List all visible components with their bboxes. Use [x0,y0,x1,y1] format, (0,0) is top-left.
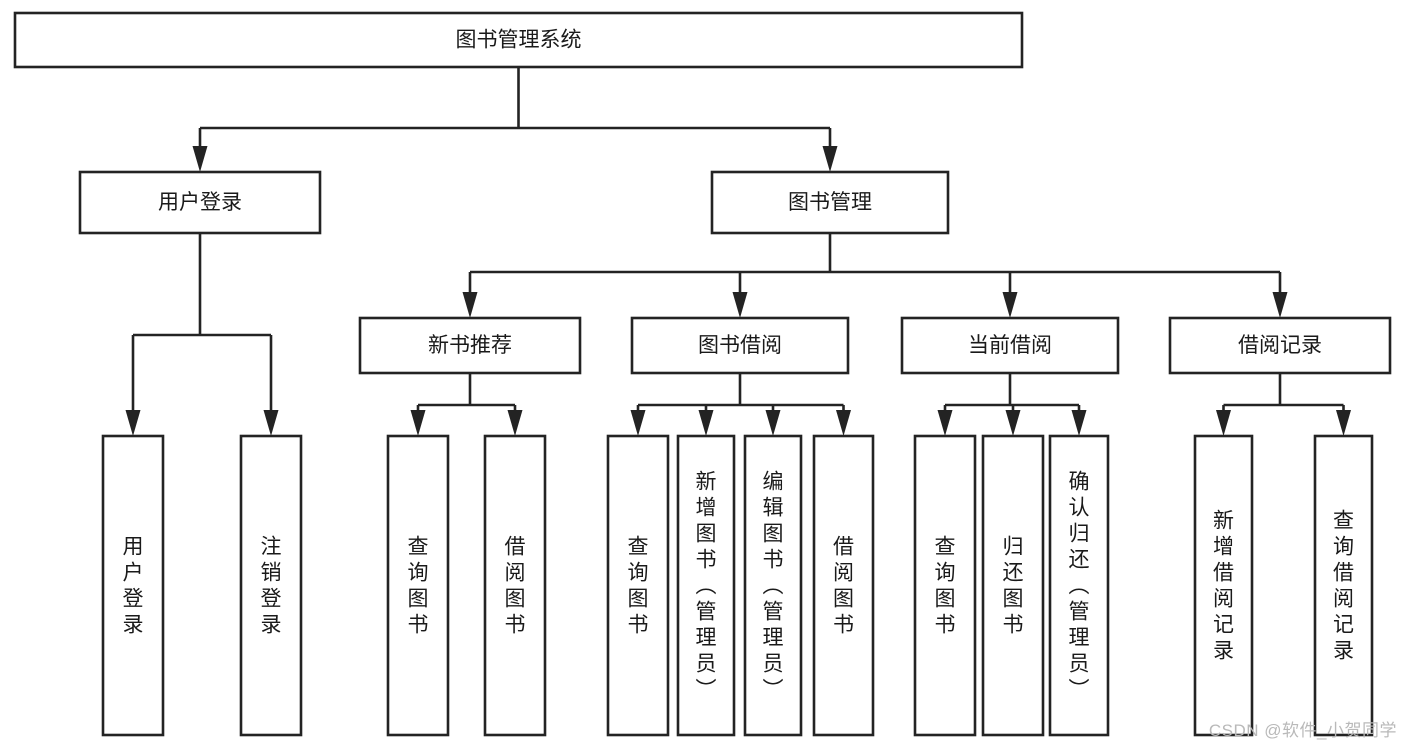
node-layer: 图书管理系统用户登录图书管理新书推荐图书借阅当前借阅借阅记录用户登录注销登录查询… [13,11,1392,737]
node-box [78,170,322,235]
node-label: 归还图书 [1003,536,1024,637]
node-box [606,434,670,737]
node-leaf-user-login[interactable]: 用户登录 [101,434,165,737]
node-label: 当前借阅 [968,334,1052,357]
node-label: 借阅图书 [505,536,526,637]
arrow-head-icon [1005,410,1021,436]
arrow-head-icon [698,410,714,436]
node-label: 新书推荐 [428,334,512,357]
node-box [710,170,950,235]
node-label: 查询借阅记录 [1333,510,1354,663]
node-box [483,434,547,737]
node-box [630,316,850,375]
arrow-head-icon [1216,410,1231,436]
arrow-head-icon [1336,410,1351,436]
node-label: 图书管理系统 [456,29,582,52]
arrow-head-icon [1071,410,1087,436]
node-leaf-query-book-2[interactable]: 查询图书 [606,434,670,737]
node-leaf-edit-book-admin[interactable]: 编辑图书︵管理员︶ [743,434,803,737]
arrow-head-icon [507,410,523,436]
arrow-head-icon [630,410,646,436]
node-box [239,434,303,737]
node-leaf-query-record[interactable]: 查询借阅记录 [1313,434,1374,737]
arrow-head-icon [765,410,781,436]
node-label: 新增图书︵管理员︶ [696,471,717,702]
arrow-head-icon [263,410,279,436]
node-current-borrow[interactable]: 当前借阅 [900,316,1120,375]
arrow-head-icon [937,410,953,436]
node-label: 图书管理 [788,191,872,214]
node-label: 查询图书 [408,536,429,637]
node-leaf-borrow-book-2[interactable]: 借阅图书 [812,434,875,737]
connector-layer [125,67,1351,436]
node-label: 借阅记录 [1238,334,1322,357]
node-borrow-record[interactable]: 借阅记录 [1168,316,1392,375]
node-box [386,434,450,737]
arrow-head-icon [192,146,208,172]
arrow-head-icon [462,292,478,318]
node-leaf-return-book[interactable]: 归还图书 [981,434,1045,737]
node-box [1048,434,1110,737]
node-label: 借阅图书 [833,536,854,637]
node-label: 用户登录 [123,536,144,637]
node-label: 注销登录 [261,536,282,637]
node-book-manage[interactable]: 图书管理 [710,170,950,235]
node-box [913,434,977,737]
node-leaf-logout[interactable]: 注销登录 [239,434,303,737]
node-box [743,434,803,737]
arrow-head-icon [1002,292,1018,318]
node-box [900,316,1120,375]
node-box [812,434,875,737]
node-leaf-add-record[interactable]: 新增借阅记录 [1193,434,1254,737]
arrow-head-icon [822,146,838,172]
node-label: 查询图书 [628,536,649,637]
node-box [358,316,582,375]
node-leaf-add-book-admin[interactable]: 新增图书︵管理员︶ [676,434,736,737]
arrow-head-icon [836,410,851,436]
node-box [13,11,1024,69]
node-label: 用户登录 [158,191,242,214]
node-leaf-query-book-1[interactable]: 查询图书 [386,434,450,737]
arrow-head-icon [410,410,426,436]
node-new-book-rec[interactable]: 新书推荐 [358,316,582,375]
arrow-head-icon [1272,292,1288,318]
node-box [101,434,165,737]
node-user-login[interactable]: 用户登录 [78,170,322,235]
node-box [676,434,736,737]
arrow-head-icon [732,292,748,318]
node-box [1193,434,1254,737]
node-label: 图书借阅 [698,334,782,357]
arrow-head-icon [125,410,141,436]
node-leaf-confirm-return-admin[interactable]: 确认归还︵管理员︶ [1048,434,1110,737]
node-label: 新增借阅记录 [1213,510,1234,663]
node-book-borrow[interactable]: 图书借阅 [630,316,850,375]
node-label: 确认归还︵管理员︶ [1069,471,1090,702]
node-leaf-query-book-3[interactable]: 查询图书 [913,434,977,737]
node-leaf-borrow-book-1[interactable]: 借阅图书 [483,434,547,737]
node-box [1313,434,1374,737]
node-box [981,434,1045,737]
node-root[interactable]: 图书管理系统 [13,11,1024,69]
node-box [1168,316,1392,375]
node-label: 编辑图书︵管理员︶ [763,471,784,702]
node-label: 查询图书 [935,536,956,637]
